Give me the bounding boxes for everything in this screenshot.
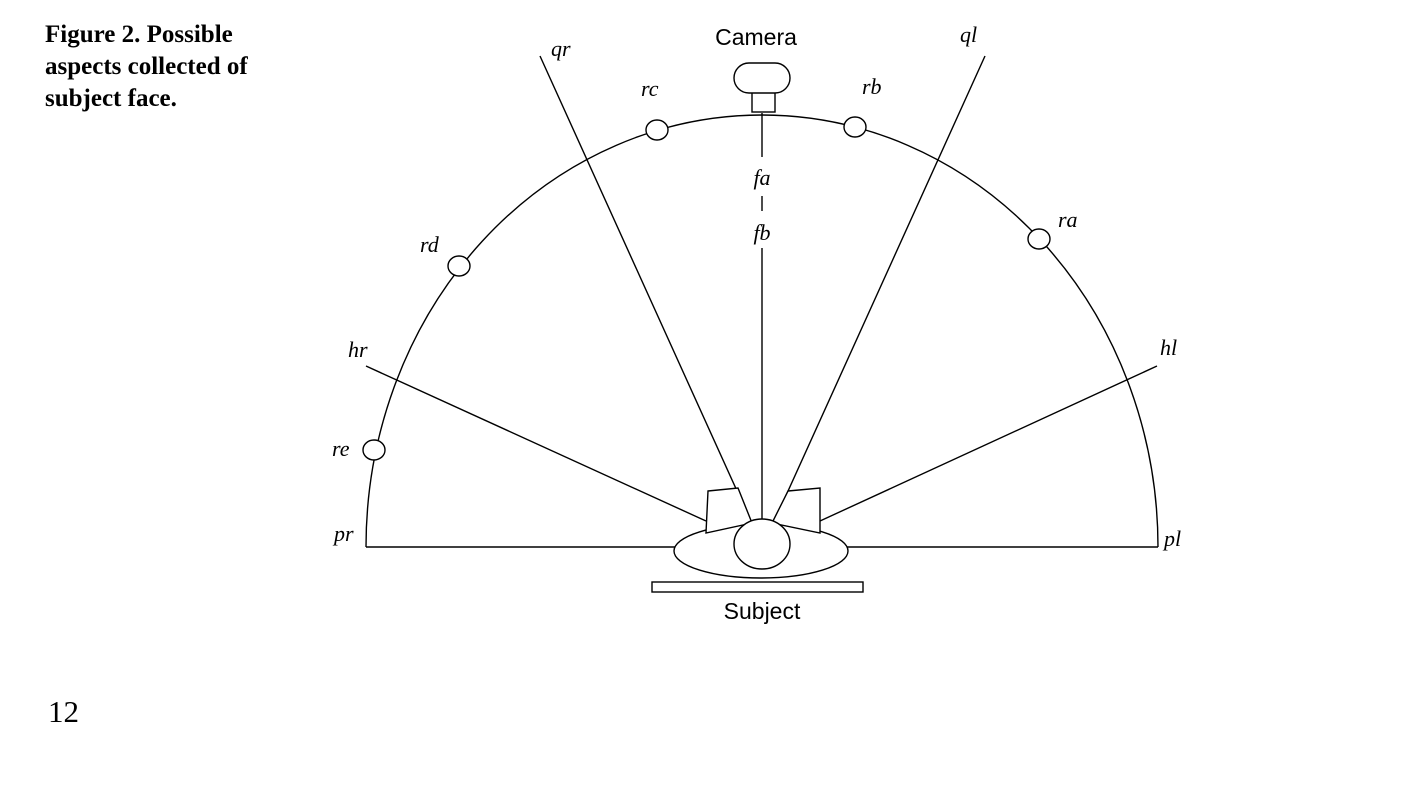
aspect-label-ql: ql <box>960 22 977 47</box>
camera-label: Camera <box>715 24 797 50</box>
view-line-ql <box>773 55 986 523</box>
camera-lens <box>751 91 776 113</box>
camera-position-rd <box>447 255 471 277</box>
view-line-qr <box>539 55 753 525</box>
aspect-label-re: re <box>332 436 350 461</box>
aspect-label-hl: hl <box>1160 335 1177 360</box>
camera-body <box>733 62 791 94</box>
aspect-label-fb: fb <box>753 220 770 245</box>
camera-position-ra <box>1027 228 1051 250</box>
aspect-label-pl: pl <box>1162 526 1181 551</box>
caption-line-3: subject face. <box>45 85 177 112</box>
camera-position-rb <box>843 116 867 138</box>
aspect-label-hr: hr <box>348 337 368 362</box>
subject-ear-left <box>770 487 821 534</box>
aspect-label-rd: rd <box>420 232 440 257</box>
subject-label: Subject <box>724 598 801 624</box>
caption-line-1: Figure 2. Possible <box>45 21 233 48</box>
aspect-label-rb: rb <box>862 74 882 99</box>
view-line-hr <box>365 365 707 522</box>
page-number: 12 <box>48 694 79 729</box>
camera-position-rc <box>645 119 669 141</box>
aspect-label-pr: pr <box>332 521 354 546</box>
caption-line-2: aspects collected of <box>45 53 248 80</box>
aspect-label-ra: ra <box>1058 207 1078 232</box>
aspect-label-fa: fa <box>753 165 770 190</box>
subject-stand <box>651 581 864 593</box>
figure-caption: Figure 2. Possible aspects collected of … <box>45 19 305 115</box>
subject-head <box>733 518 791 570</box>
camera-position-re <box>362 439 386 461</box>
view-line-hl <box>819 365 1158 522</box>
aspect-label-rc: rc <box>641 76 659 101</box>
aspect-label-qr: qr <box>551 36 571 61</box>
